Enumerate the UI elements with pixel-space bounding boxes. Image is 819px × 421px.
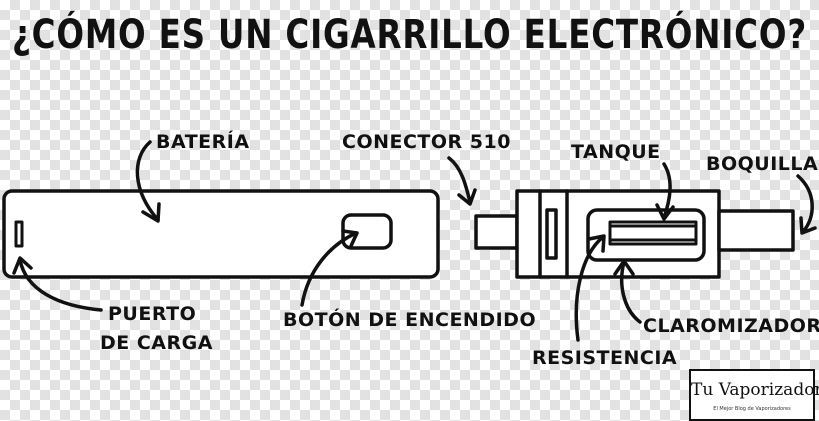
label-claromizador: CLAROMIZADOR bbox=[643, 315, 819, 337]
label-boton-encendido: BOTÓN DE ENCENDIDO bbox=[283, 307, 536, 331]
airflow-slot bbox=[545, 208, 558, 260]
logo-name: Tu Vaporizador bbox=[691, 380, 819, 400]
label-bateria: BATERÍA bbox=[156, 130, 250, 153]
arrow-puerto-carga bbox=[12, 256, 103, 312]
mouthpiece bbox=[717, 209, 795, 252]
atomizer bbox=[474, 189, 795, 279]
logo-tagline: El Mejor Blog de Vaporizadores bbox=[713, 406, 791, 412]
label-resistencia: RESISTENCIA bbox=[532, 347, 677, 369]
charging-port bbox=[14, 220, 24, 248]
label-puerto-line1: PUERTO bbox=[108, 303, 196, 325]
label-puerto-line2: DE CARGA bbox=[100, 332, 213, 354]
arrow-boquilla bbox=[796, 174, 817, 235]
label-boquilla: BOQUILLA bbox=[706, 153, 818, 175]
connector-510-pin bbox=[474, 214, 519, 250]
arrow-bateria bbox=[135, 140, 161, 223]
coil-resistance bbox=[608, 220, 698, 246]
arrow-resistencia bbox=[574, 234, 606, 342]
arrow-claromizador bbox=[613, 259, 642, 324]
label-conector-510: CONECTOR 510 bbox=[342, 131, 511, 153]
label-tanque: TANQUE bbox=[571, 141, 661, 163]
arrow-conector bbox=[447, 156, 477, 206]
arrow-boton bbox=[300, 229, 359, 307]
arrow-tanque bbox=[655, 162, 675, 221]
battery-body bbox=[2, 189, 440, 279]
tu-vaporizador-logo: Tu Vaporizador El Mejor Blog de Vaporiza… bbox=[689, 369, 819, 421]
diagram-title: ¿CÓMO ES UN CIGARRILLO ELECTRÓNICO? bbox=[12, 10, 807, 58]
